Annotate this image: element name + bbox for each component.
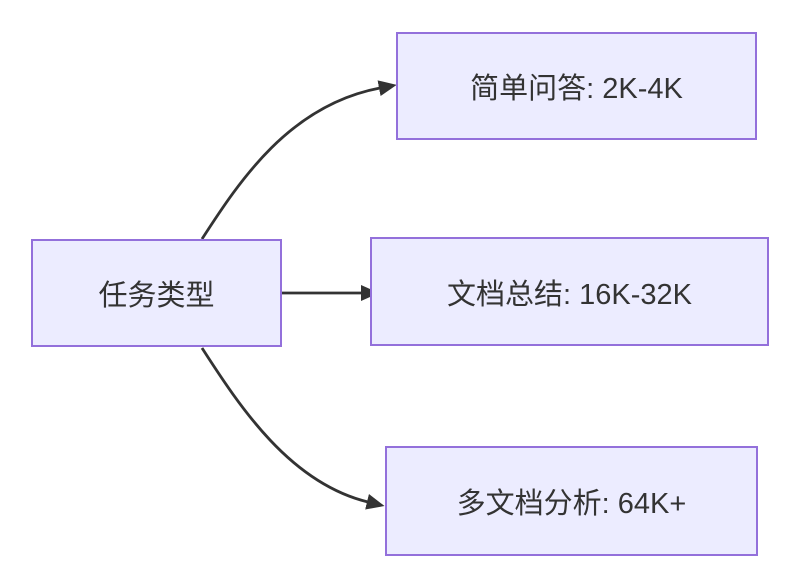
node-multi-doc-label: 多文档分析: 64K+ [456,488,687,520]
node-simple-qa-label: 简单问答: 2K-4K [470,73,683,105]
node-task-type: 任务类型 [31,239,282,347]
node-multi-doc: 多文档分析: 64K+ [385,446,758,556]
arrow-root-to-multi-doc [200,347,385,510]
node-doc-summary-label: 文档总结: 16K-32K [447,278,692,311]
node-task-type-label: 任务类型 [98,280,215,312]
node-simple-qa: 简单问答: 2K-4K [396,32,757,140]
arrow-root-to-simple-qa [200,80,397,240]
node-doc-summary: 文档总结: 16K-32K [370,237,769,346]
